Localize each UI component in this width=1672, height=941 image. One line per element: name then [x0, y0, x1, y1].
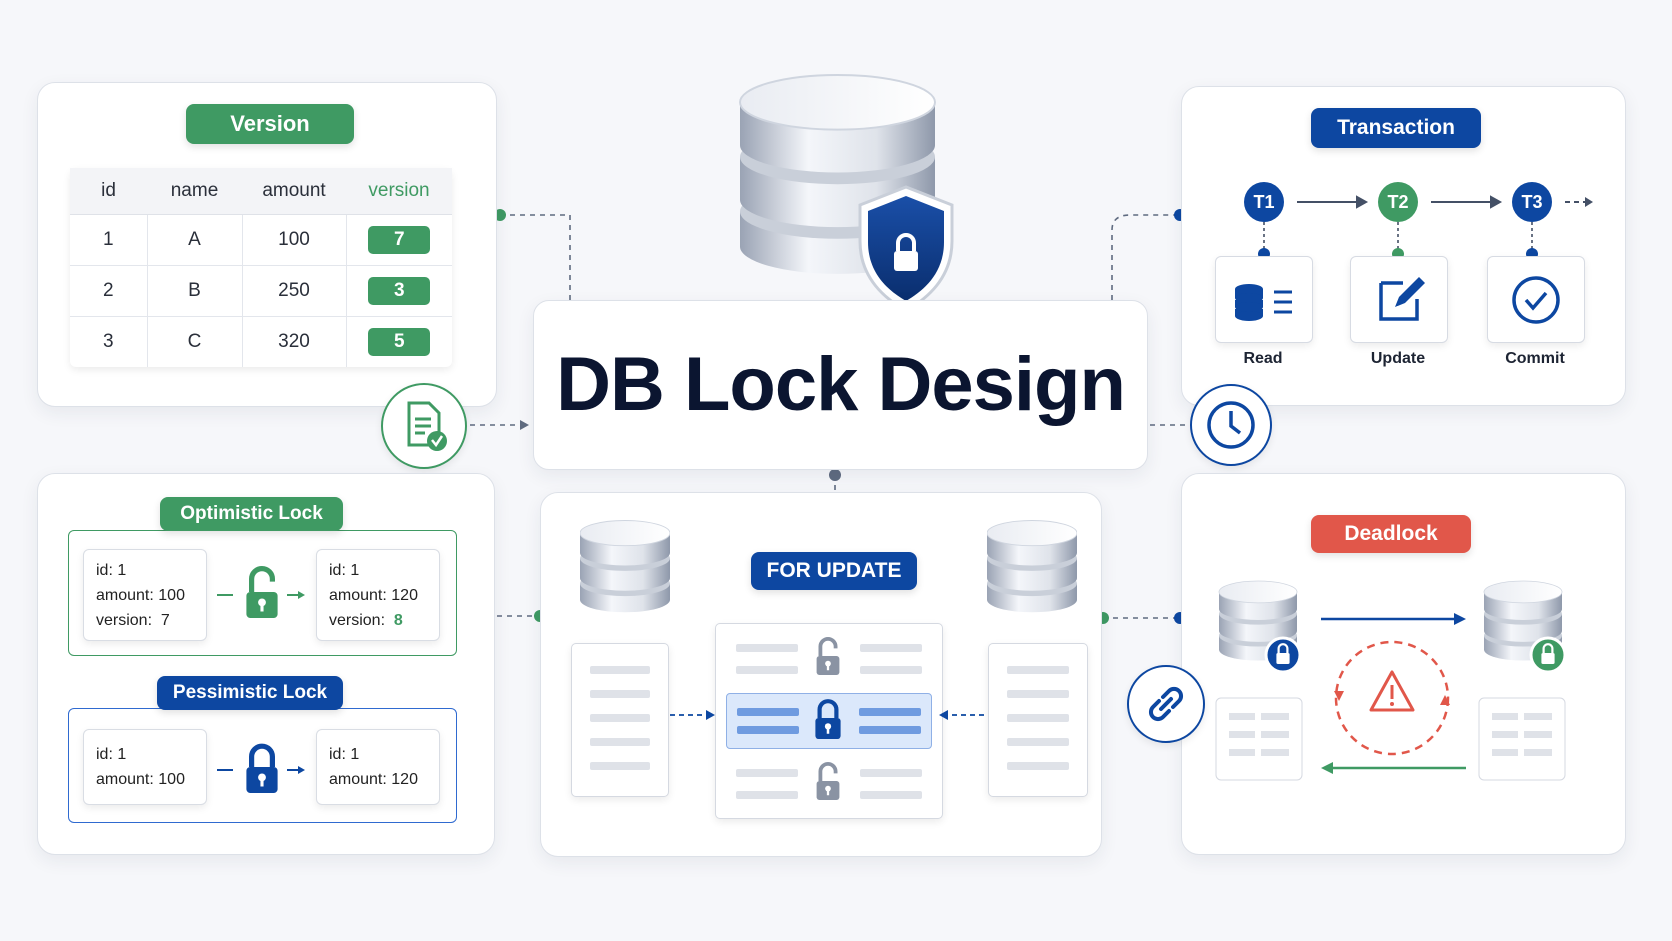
- version-document-icon: [381, 383, 467, 469]
- pessimistic-record-after: id: 1 amount: 120: [316, 729, 440, 805]
- transaction-pill: Transaction: [1311, 108, 1481, 148]
- record-id: id: 1: [329, 562, 360, 579]
- cell-amount: 320: [242, 316, 347, 367]
- pessimistic-pill: Pessimistic Lock: [157, 676, 343, 710]
- col-header-name: name: [147, 168, 242, 215]
- deadlock-pill: Deadlock: [1311, 515, 1471, 553]
- optimistic-record-before: id: 1 amount: 100 version: 7: [83, 549, 207, 641]
- version-table: id name amount version 1 A 100 7 2 B 250…: [70, 168, 452, 367]
- record-id: id: 1: [96, 562, 127, 579]
- clock-glyph: [1207, 401, 1255, 449]
- read-card: [1215, 256, 1313, 343]
- optimistic-unlock-icon: [217, 565, 305, 625]
- table-header-row: id name amount version: [70, 168, 452, 215]
- optimistic-record-after: id: 1 amount: 120 version: 8: [316, 549, 440, 641]
- table-row: 3 C 320 5: [70, 316, 452, 367]
- database-shield-icon: [739, 74, 954, 313]
- optimistic-pill: Optimistic Lock: [160, 497, 343, 531]
- source-document-left: [571, 643, 669, 797]
- cell-id: 2: [70, 265, 148, 317]
- deadlock-diagram: [1215, 580, 1567, 781]
- cell-id: 1: [70, 214, 148, 266]
- step-t3: T3: [1512, 182, 1552, 222]
- commit-card: [1487, 256, 1585, 343]
- pessimistic-lock-icon: [217, 740, 305, 800]
- database-read-icon: [1235, 284, 1292, 321]
- cell-name: A: [147, 214, 243, 266]
- for-update-pill: FOR UPDATE: [751, 552, 917, 590]
- version-pill: Version: [186, 104, 354, 144]
- record-amount: amount: 120: [329, 587, 418, 604]
- update-card: [1350, 256, 1448, 343]
- col-header-version: version: [346, 168, 452, 215]
- record-amount: amount: 120: [329, 771, 418, 788]
- cell-amount: 100: [242, 214, 347, 266]
- col-header-amount: amount: [242, 168, 346, 215]
- link-icon: [1127, 665, 1205, 743]
- version-badge: 3: [368, 277, 431, 305]
- record-version: version: 8: [329, 612, 403, 629]
- record-id: id: 1: [329, 746, 360, 763]
- step-label-read: Read: [1243, 350, 1283, 367]
- table-row: 2 B 250 3: [70, 265, 452, 317]
- cell-name: C: [147, 316, 243, 367]
- clock-icon: [1190, 384, 1272, 466]
- version-badge: 7: [368, 226, 431, 254]
- edit-icon: [1379, 277, 1425, 321]
- step-t1: T1: [1244, 182, 1284, 222]
- step-label-commit: Commit: [1505, 350, 1565, 367]
- pessimistic-record-before: id: 1 amount: 100: [83, 729, 207, 805]
- page-title: DB Lock Design: [556, 342, 1126, 427]
- chain-link-glyph: [1148, 686, 1184, 722]
- cell-name: B: [147, 265, 243, 317]
- for-update-flow-arrows: [670, 710, 984, 720]
- record-amount: amount: 100: [96, 587, 185, 604]
- source-document-right: [988, 643, 1088, 797]
- version-badge: 5: [368, 328, 431, 356]
- locked-rows-table: [715, 623, 943, 819]
- step-label-update: Update: [1370, 350, 1426, 367]
- col-header-id: id: [70, 168, 147, 215]
- record-amount: amount: 100: [96, 771, 185, 788]
- check-circle-icon: [1512, 276, 1560, 324]
- step-t2: T2: [1378, 182, 1418, 222]
- title-card: [533, 300, 1148, 470]
- cell-id: 3: [70, 316, 148, 367]
- record-version: version: 7: [96, 612, 170, 629]
- cell-amount: 250: [242, 265, 347, 317]
- document-check-icon: [407, 401, 447, 451]
- record-id: id: 1: [96, 746, 127, 763]
- table-row: 1 A 100 7: [70, 214, 452, 266]
